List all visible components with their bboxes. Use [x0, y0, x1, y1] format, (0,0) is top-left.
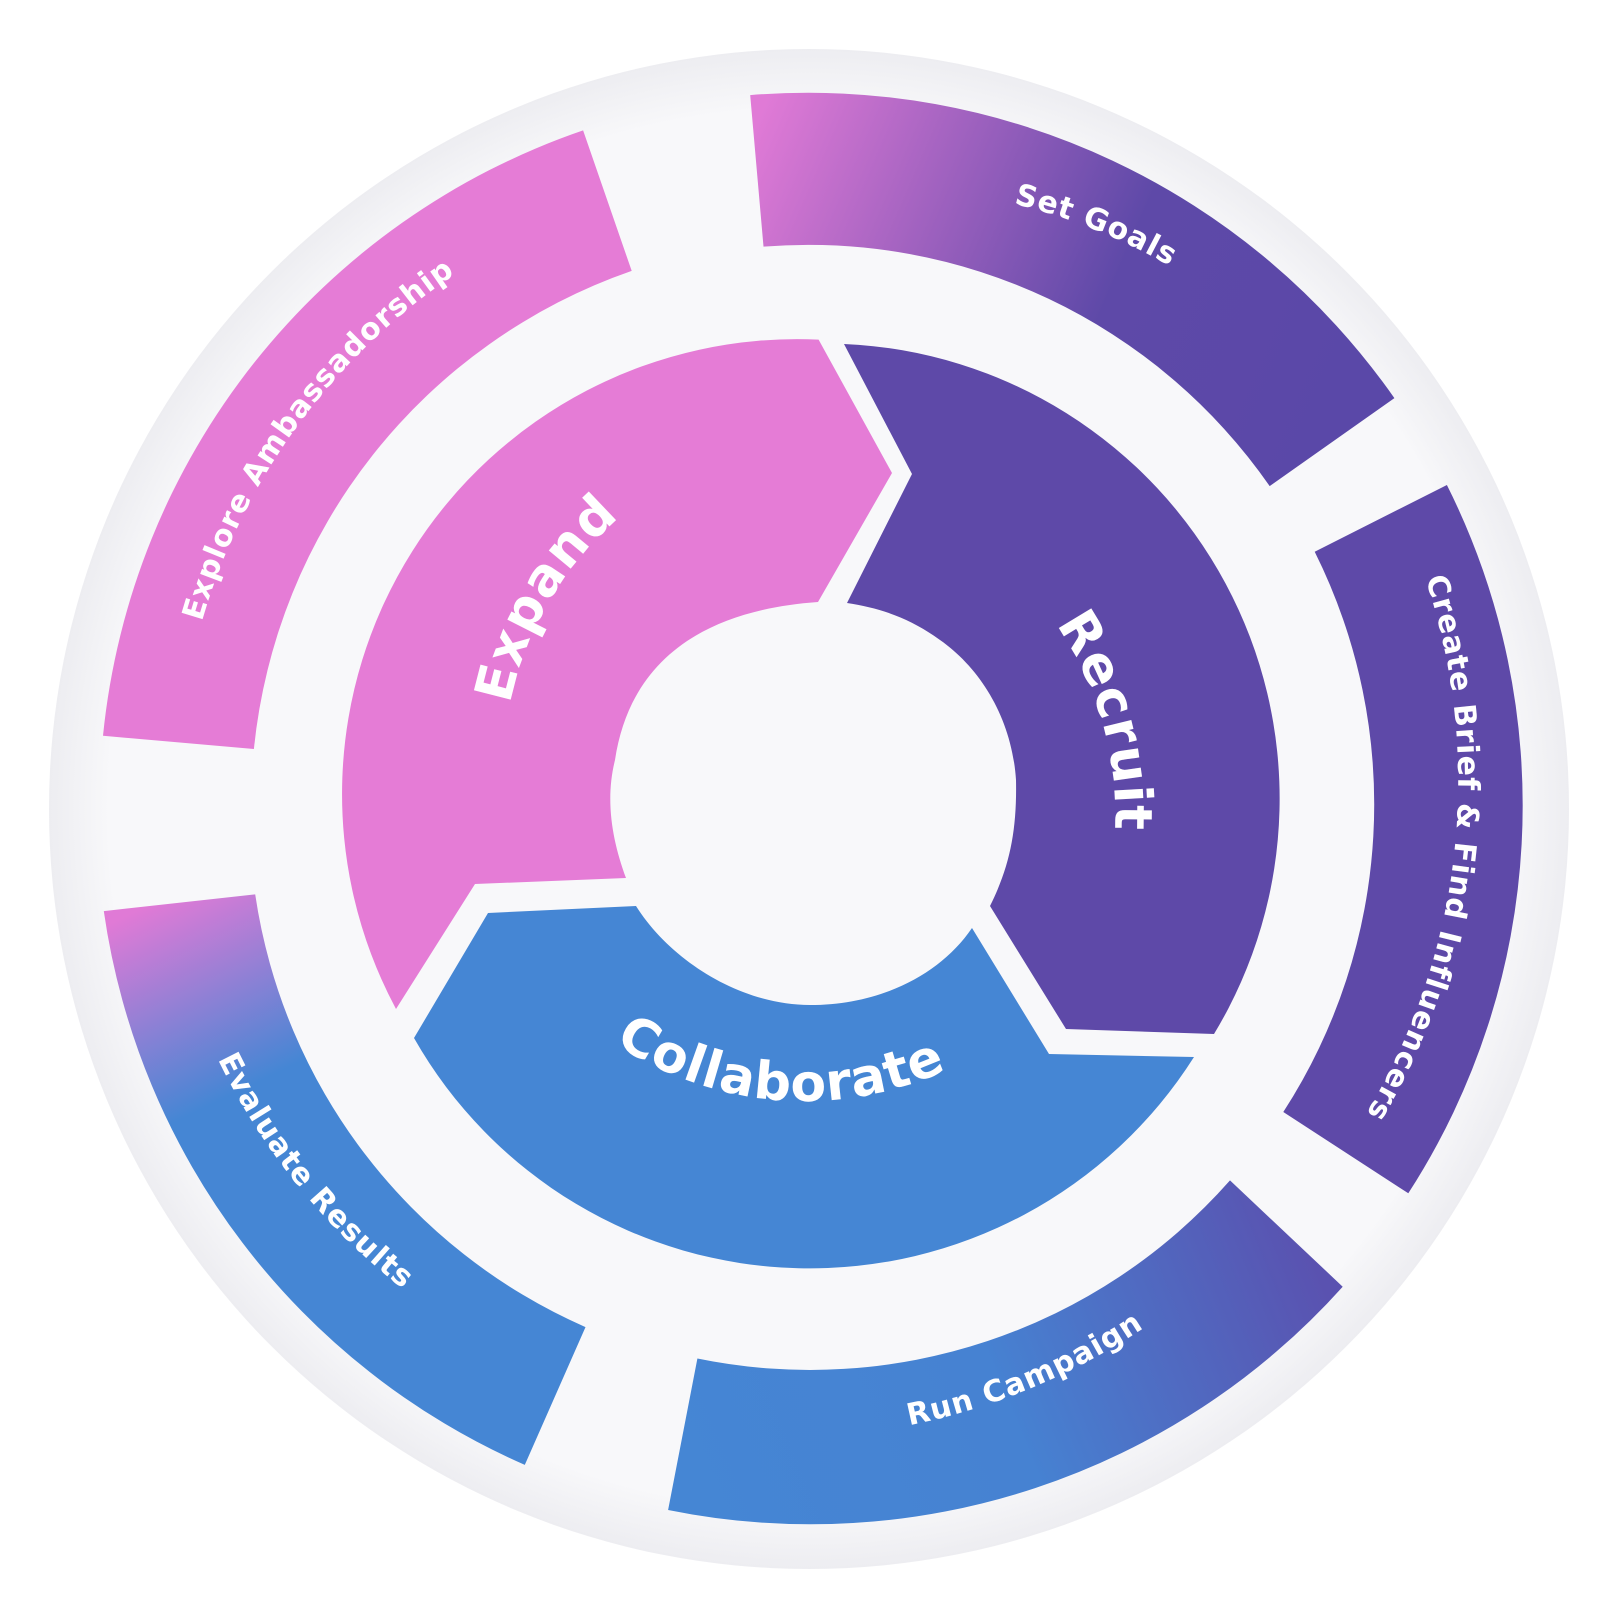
- outer-segment-set-goals: [750, 92, 1395, 487]
- inner-segment-expand: [342, 339, 892, 1009]
- outer-segment-run-campaign: [668, 1180, 1343, 1525]
- outer-segment-evaluate-results: [103, 894, 586, 1465]
- outer-segment-explore-ambassadorship: [103, 130, 632, 749]
- background-disc: [49, 49, 1569, 1569]
- outer-segment-create-brief: [1283, 485, 1523, 1194]
- inner-segment-recruit: [844, 344, 1280, 1034]
- inner-segment-collaborate: [414, 906, 1194, 1269]
